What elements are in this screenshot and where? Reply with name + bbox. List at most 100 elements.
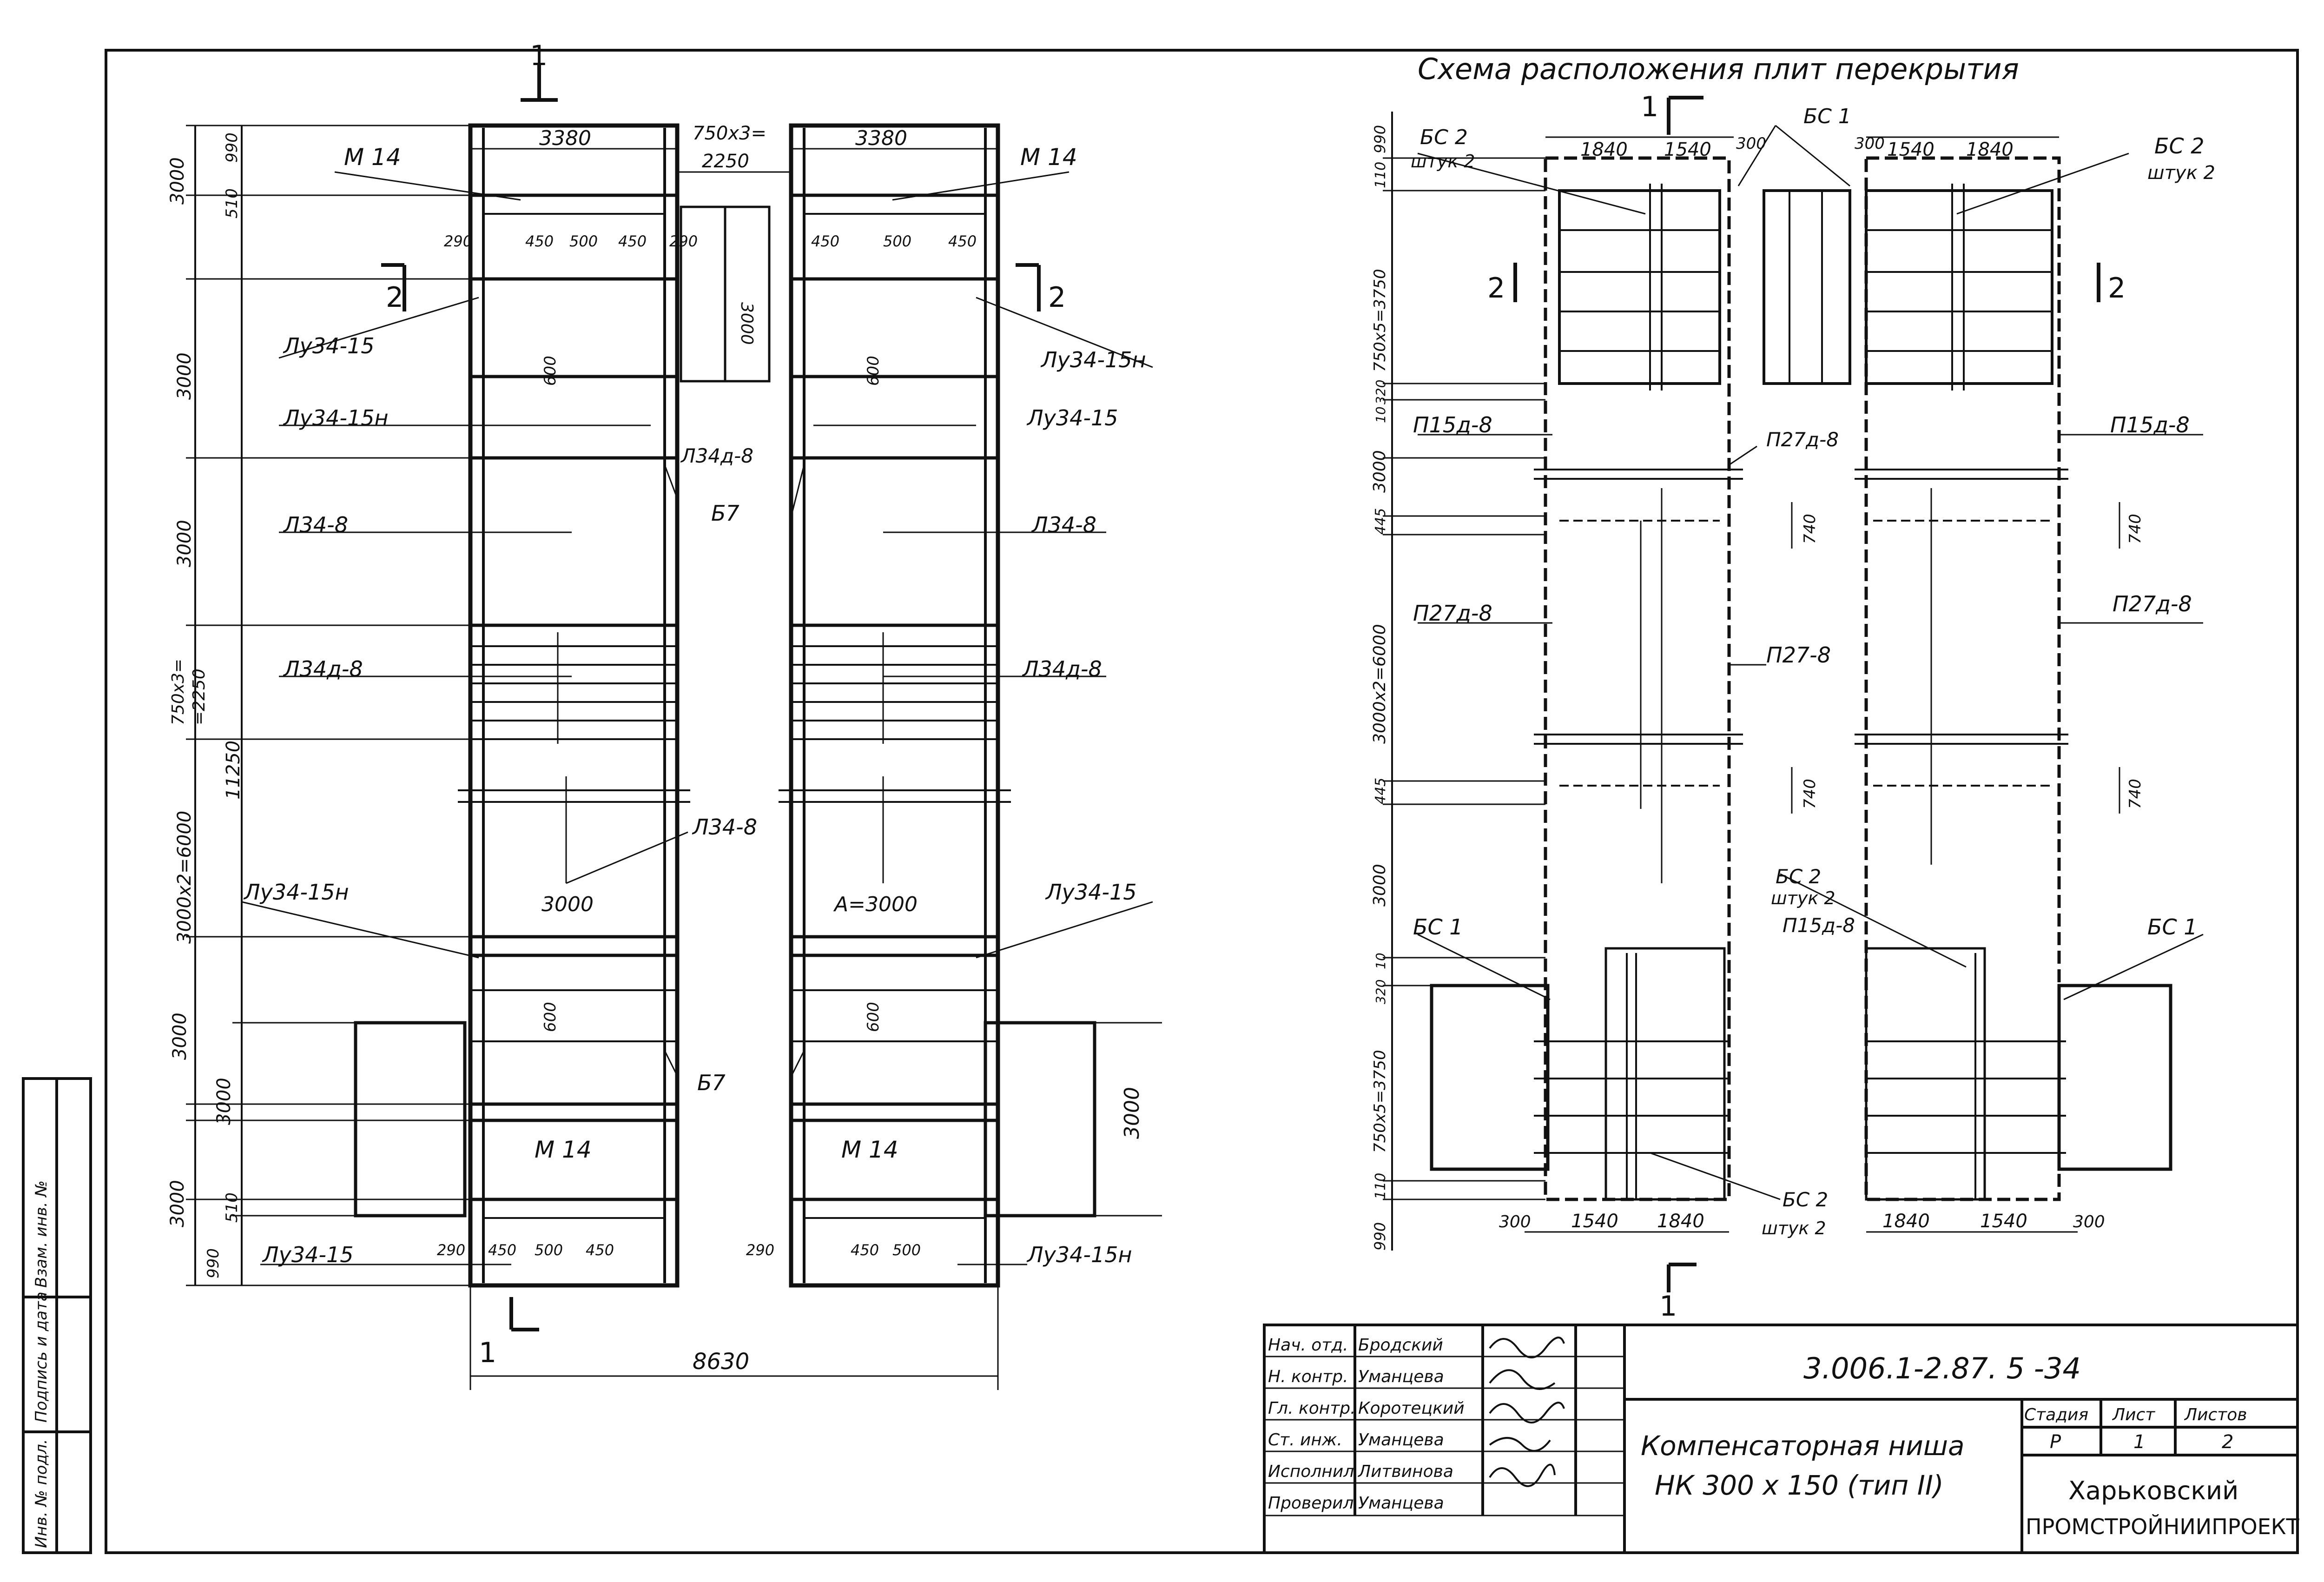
label-3000-annex: 3000	[1120, 1087, 1144, 1139]
rdim-bot-3: 1840	[1882, 1211, 1930, 1232]
dim-left-4: 3000	[174, 520, 195, 567]
rlabel-shtuk2-tl: штук 2	[1411, 151, 1475, 172]
section-mark-1-bottom-right: 1	[1659, 1290, 1677, 1323]
dim-left-12: 510	[223, 1192, 241, 1223]
rdim-left-10: 10	[1373, 953, 1388, 969]
rlabel-740-c: 740	[1801, 779, 1819, 809]
top-div-1: 450	[525, 232, 554, 250]
title-block-text: 3.006.1-2.87. 5 -34 Нач. отд. Н. контр. …	[1268, 1336, 2299, 1539]
rdim-left-2: 750x5=3750	[1371, 269, 1389, 372]
dim-left-2: 510	[223, 188, 241, 218]
center-dim-line2: 2250	[702, 151, 749, 172]
role-1: Н. контр.	[1268, 1367, 1348, 1386]
label-b7-top: Б7	[711, 501, 739, 526]
side-stamp	[22, 1077, 92, 1554]
sheets-value: 2	[2222, 1431, 2233, 1453]
doc-title-line2: НК 300 х 150 (тип II)	[1655, 1469, 1944, 1501]
label-m14-right: М 14	[1020, 144, 1077, 171]
label-lu3415-2: Лу34-15	[1026, 405, 1118, 430]
rdim-bot-4: 1540	[1980, 1211, 2027, 1232]
role-5: Проверил	[1268, 1494, 1354, 1513]
rdim-left-13: 110	[1373, 1173, 1389, 1199]
stamp-sign: Подпись и дата	[32, 1291, 51, 1423]
dim-left-9: 3000	[169, 1013, 191, 1060]
rlabel-p278: П27-8	[1766, 642, 1831, 668]
sheet-label: Лист	[2112, 1405, 2155, 1424]
section-mark-2-right-right: 2	[2108, 272, 2126, 304]
name-0: Бродский	[1358, 1336, 1443, 1355]
rdim-left-4: 10	[1373, 406, 1388, 423]
bottom-div-5: 450	[851, 1241, 879, 1259]
bottom-div-6: 500	[892, 1241, 921, 1259]
bottom-div-2: 500	[535, 1241, 563, 1259]
rlabel-740-d: 740	[2126, 779, 2145, 809]
label-l34d8-top: Л34д-8	[680, 444, 753, 467]
rlabel-bs1-left: БС 1	[1413, 914, 1463, 940]
label-m14-bottom-right: М 14	[841, 1136, 898, 1163]
label-lu3415n-3: Лу34-15н	[243, 880, 349, 905]
label-lu3415-3: Лу34-15	[1045, 880, 1136, 905]
rdim-top-5: 1840	[1966, 139, 2014, 160]
stage-label: Стадия	[2024, 1405, 2088, 1424]
rdim-top-4: 1540	[1887, 139, 1934, 160]
top-div-4: 290	[669, 232, 698, 250]
label-m14-bottom-left: М 14	[535, 1136, 592, 1163]
rlabel-shtuk2-tr: штук 2	[2147, 162, 2215, 184]
rlabel-p15d8-left: П15д-8	[1413, 412, 1492, 437]
doc-title-line1: Компенсаторная ниша	[1641, 1430, 1964, 1462]
rdim-left-12: 750x5=3750	[1371, 1050, 1389, 1153]
rlabel-bs2-tr: БС 2	[2154, 133, 2205, 159]
title-block	[1263, 1324, 2299, 1554]
dim-left-5: 750x3=	[169, 659, 188, 725]
dim-left-3: 3000	[174, 352, 195, 400]
section-mark-1-top-left: 1	[530, 40, 548, 72]
top-div-3: 450	[618, 232, 647, 250]
rlabel-p27d8-right: П27д-8	[2113, 591, 2192, 616]
rlabel-740-a: 740	[1801, 514, 1819, 544]
stage-value: Р	[2050, 1431, 2061, 1453]
rdim-bot-0: 300	[1499, 1212, 1531, 1231]
name-3: Уманцева	[1358, 1430, 1444, 1450]
rlabel-p27d8-mid: П27д-8	[1766, 428, 1839, 451]
rlabel-bs2-mid: БС 2	[1776, 865, 1821, 888]
org-line2: ПРОМСТРОЙНИИПРОЕКТ	[2026, 1514, 2299, 1539]
rdim-top-2: 300	[1736, 134, 1766, 153]
rlabel-shtuk2-mid: штук 2	[1771, 888, 1835, 908]
dim-left-1: 990	[223, 132, 241, 163]
label-l34d8-left: Л34д-8	[283, 656, 363, 682]
label-b7-bottom: Б7	[697, 1070, 726, 1095]
label-600-bottom-right: 600	[864, 1002, 883, 1032]
center-dim-line1: 750x3=	[693, 123, 766, 144]
rlabel-bs1-right: БС 1	[2147, 914, 2198, 940]
label-lu3415-1: Лу34-15	[283, 333, 374, 358]
role-0: Нач. отд.	[1268, 1336, 1348, 1355]
bottom-div-3: 450	[586, 1241, 614, 1259]
bottom-div-4: 290	[746, 1241, 774, 1259]
right-plan	[1383, 96, 2204, 1292]
label-m14-left: М 14	[344, 144, 401, 171]
rdim-left-7: 3000x2=6000	[1370, 624, 1389, 744]
label-600-bottom-left: 600	[541, 1002, 560, 1032]
rdim-bot-2: 1840	[1657, 1211, 1704, 1232]
rdim-left-0: 990	[1371, 125, 1389, 153]
stamp-replace: Взам. инв. №	[32, 1180, 51, 1288]
rdim-left-11: 320	[1373, 980, 1388, 1004]
rlabel-shtuk2-bottom: штук 2	[1762, 1218, 1826, 1238]
signatures	[1489, 1337, 1565, 1487]
left-plan	[186, 65, 1162, 1390]
label-l34d8-right: Л34д-8	[1022, 656, 1102, 682]
rdim-top-3: 300	[1855, 134, 1885, 153]
label-l348-right: Л34-8	[1031, 512, 1096, 537]
dim-left-6: =2250	[190, 669, 209, 725]
name-1: Уманцева	[1358, 1367, 1444, 1386]
rdim-left-9: 3000	[1370, 864, 1389, 907]
stamp-inv: Инв. № подл.	[32, 1439, 51, 1548]
top-div-7: 450	[948, 232, 977, 250]
section-mark-2-right-left: 2	[1487, 272, 1505, 304]
sheet-frame	[105, 49, 2299, 1554]
label-a3000: А=3000	[833, 893, 918, 916]
width-label-left: 3380	[539, 126, 591, 150]
bottom-div-1: 450	[488, 1241, 516, 1259]
